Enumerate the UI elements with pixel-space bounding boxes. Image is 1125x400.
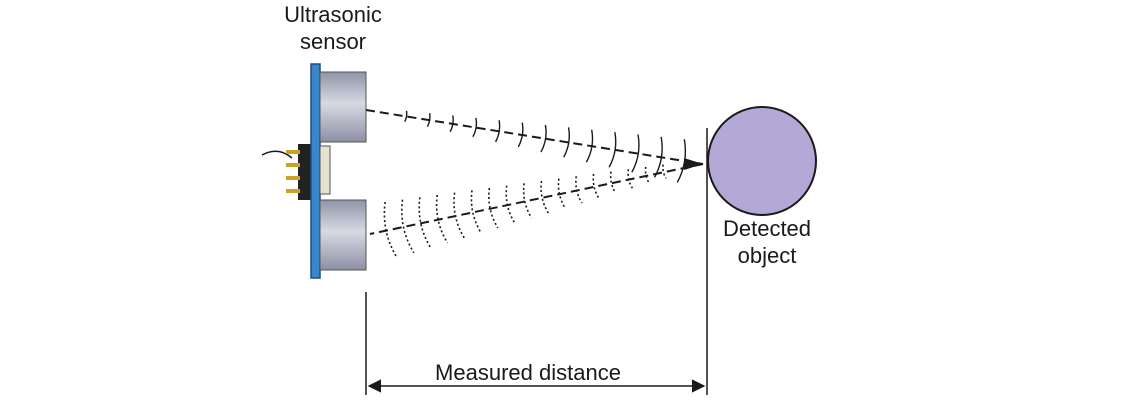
cable-wire <box>261 150 293 159</box>
reflected-wavefront-1 <box>662 164 667 179</box>
reflected-wavefront-4 <box>609 171 617 194</box>
emitted-wavefront-7 <box>540 124 547 153</box>
reflected-wavefront-3 <box>627 169 634 189</box>
reflected-ray <box>369 163 704 235</box>
header-pins <box>286 144 312 200</box>
sensor-board <box>310 63 321 279</box>
emitted-wavefront-8 <box>563 127 570 158</box>
emitted-wavefront-12 <box>653 136 663 178</box>
reflected-wavefront-7 <box>557 178 566 209</box>
measured-distance-label: Measured distance <box>435 360 621 385</box>
emitted-wavefront-9 <box>585 129 594 163</box>
receiver-transducer <box>319 199 367 271</box>
reflected-wavefront-2 <box>644 166 650 184</box>
emitted-wavefront-6 <box>517 122 524 148</box>
transmitter-transducer <box>319 71 367 143</box>
emitted-wavefront-2 <box>426 112 431 128</box>
reflected-wavefront-12 <box>470 190 482 234</box>
emitted-wavefronts <box>404 110 687 183</box>
emitted-wavefront-5 <box>494 120 501 143</box>
reflected-wavefront-5 <box>592 173 600 199</box>
emitted-wavefront-1 <box>404 110 408 122</box>
reflected-wavefront-6 <box>575 176 583 204</box>
emitted-ray <box>365 109 704 165</box>
reflected-wavefront-14 <box>435 194 449 244</box>
sensor-label-line2: sensor <box>300 29 366 54</box>
reflected-wavefront-10 <box>505 185 516 224</box>
emitted-wavefront-4 <box>472 117 478 138</box>
emitted-wavefront-3 <box>449 115 454 133</box>
emitted-wavefront-10 <box>608 132 617 168</box>
impact-arrowhead <box>684 158 703 170</box>
object-label-line2: object <box>738 243 797 268</box>
reflected-wavefront-17 <box>383 201 398 259</box>
reflected-wavefront-16 <box>401 199 415 254</box>
object-label-line1: Detected <box>723 216 811 241</box>
reflected-wavefront-9 <box>522 183 533 219</box>
reflected-wavefront-13 <box>453 192 465 239</box>
emitted-wavefront-11 <box>631 134 640 173</box>
sensor-crystal <box>319 145 331 195</box>
detected-object <box>707 106 817 216</box>
reflected-wavefronts <box>383 164 667 259</box>
sensor-label-line1: Ultrasonic <box>284 2 382 27</box>
